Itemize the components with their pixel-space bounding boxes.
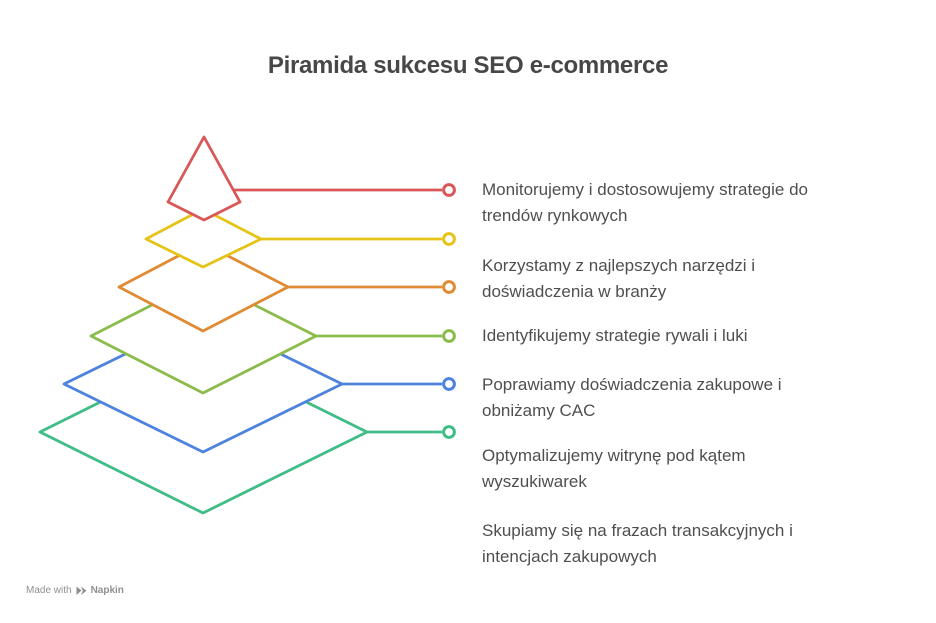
layer-label-1-line-1: Monitorujemy i dostosowujemy strategie d…	[482, 180, 808, 199]
layer-label-4-line-1: Poprawiamy doświadczenia zakupowe i	[482, 375, 782, 394]
ring-marker-5	[442, 377, 456, 391]
diagram-title: Piramida sukcesu SEO e-commerce	[267, 52, 669, 79]
layer-label-1: Monitorujemy i dostosowujemy strategie d…	[482, 177, 922, 229]
layer-label-5-line-2: wyszukiwarek	[482, 472, 587, 491]
ring-marker-3	[442, 280, 456, 294]
napkin-logo-icon	[76, 586, 87, 595]
watermark-made-with-text: Made with	[26, 585, 72, 596]
layer-label-2-line-1: Korzystamy z najlepszych narzędzi i	[482, 256, 756, 275]
layer-label-1-line-2: trendów rynkowych	[482, 206, 628, 225]
layer-label-3: Identyfikujemy strategie rywali i luki	[482, 323, 922, 349]
layer-label-5: Optymalizujemy witrynę pod kątem wyszuki…	[482, 443, 922, 495]
layer-label-3-line-1: Identyfikujemy strategie rywali i luki	[482, 326, 748, 345]
layer-label-6-line-1: Skupiamy się na frazach transakcyjnych i	[482, 521, 793, 540]
ring-marker-2	[442, 232, 456, 246]
ring-marker-1	[442, 183, 456, 197]
ring-marker-6	[442, 425, 456, 439]
ring-marker-4	[442, 329, 456, 343]
layer-label-5-line-1: Optymalizujemy witrynę pod kątem	[482, 446, 746, 465]
pyramid-layer-3-shape	[117, 241, 290, 333]
pyramid-layer-2-shape	[144, 207, 263, 269]
pyramid-layer-1-shape	[166, 135, 242, 222]
layer-label-4-line-2: obniżamy CAC	[482, 401, 596, 420]
layer-label-6-line-2: intencjach zakupowych	[482, 547, 657, 566]
layer-label-2: Korzystamy z najlepszych narzędzi i dośw…	[482, 253, 922, 305]
layer-label-6: Skupiamy się na frazach transakcyjnych i…	[482, 518, 922, 570]
watermark-brand-text: Napkin	[90, 585, 124, 596]
made-with-napkin-watermark: Made with Napkin	[26, 585, 124, 596]
pyramid-layer-4-shape	[89, 277, 318, 395]
layer-label-4: Poprawiamy doświadczenia zakupowe i obni…	[482, 372, 922, 424]
layer-label-2-line-2: doświadczenia w branży	[482, 282, 667, 301]
